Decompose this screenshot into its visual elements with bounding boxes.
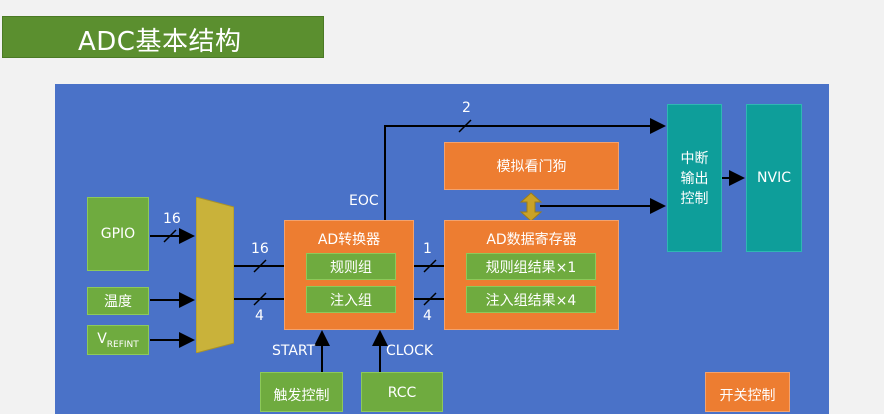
- label-clock: CLOCK: [386, 343, 434, 359]
- nvic-box: NVIC: [746, 104, 802, 252]
- slash-regular-result: [423, 259, 437, 273]
- trigger-control-label: 触发控制: [273, 388, 330, 404]
- label-eoc: EOC: [349, 193, 379, 209]
- interrupt-line2: 输出: [680, 171, 709, 187]
- data-register-title: AD数据寄存器: [486, 232, 577, 248]
- title-banner: ADC基本结构: [2, 16, 324, 58]
- watchdog-box: 模拟看门狗: [444, 142, 619, 190]
- gpio-box: GPIO: [87, 197, 149, 271]
- label-2: 2: [462, 100, 471, 116]
- interrupt-control-box: 中断 输出 控制: [667, 104, 722, 252]
- label-4-mux: 4: [255, 308, 264, 324]
- double-arrow: [519, 192, 543, 222]
- rcc-box: RCC: [361, 372, 443, 412]
- vrefint-main: V: [97, 330, 107, 347]
- injected-group-box: 注入组: [306, 286, 396, 313]
- watchdog-label: 模拟看门狗: [496, 159, 567, 175]
- page-title: ADC基本结构: [78, 27, 242, 57]
- label-16-input: 16: [163, 211, 181, 227]
- label-16-mux: 16: [251, 241, 269, 257]
- rcc-label: RCC: [387, 385, 417, 401]
- interrupt-line3: 控制: [680, 191, 709, 207]
- ad-converter-title: AD转换器: [317, 232, 381, 248]
- slash-gpio: [163, 229, 177, 243]
- vrefint-label: VREFINT: [97, 331, 139, 350]
- vrefint-box: VREFINT: [87, 325, 149, 355]
- temperature-label: 温度: [104, 294, 132, 310]
- injected-group-label: 注入组: [330, 292, 372, 309]
- label-4-out: 4: [423, 308, 432, 324]
- switch-control-label: 开关控制: [719, 388, 776, 404]
- temperature-box: 温度: [87, 287, 149, 315]
- nvic-label: NVIC: [757, 170, 791, 186]
- slash-mux-regular: [253, 259, 267, 273]
- slash-mux-injected: [253, 292, 267, 306]
- injected-result-label: 注入组结果×4: [485, 292, 577, 309]
- gpio-label: GPIO: [100, 226, 136, 242]
- multiplexer: [196, 197, 234, 353]
- regular-result-box: 规则组结果×1: [466, 253, 596, 280]
- switch-control-box: 开关控制: [705, 372, 790, 412]
- interrupt-line1: 中断: [680, 151, 709, 167]
- regular-group-box: 规则组: [306, 253, 396, 280]
- injected-result-box: 注入组结果×4: [466, 286, 596, 313]
- slash-eoc: [458, 119, 472, 133]
- trigger-control-box: 触发控制: [260, 372, 343, 412]
- regular-group-label: 规则组: [330, 259, 372, 276]
- wire-eoc: [384, 118, 666, 220]
- label-1: 1: [423, 241, 432, 257]
- label-start: START: [272, 343, 316, 359]
- vrefint-sub: REFINT: [106, 339, 139, 350]
- regular-result-label: 规则组结果×1: [485, 259, 577, 276]
- slash-injected-result: [423, 292, 437, 306]
